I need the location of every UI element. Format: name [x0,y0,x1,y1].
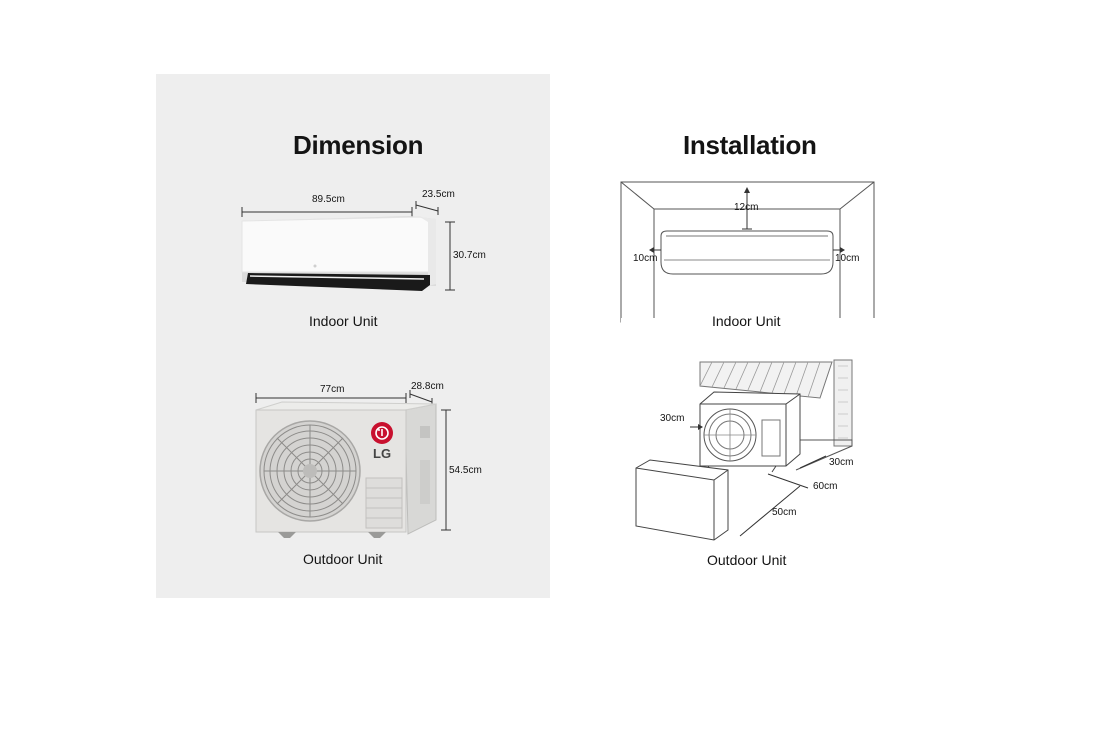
lg-logo-icon [371,422,393,444]
outdoor-depth-label: 28.8cm [411,381,444,392]
indoor-unit-illustration [241,216,436,291]
installation-outdoor-unit-illustration [699,391,801,473]
indoor-depth-arrow [415,201,439,215]
install-side-clearance-arrow [690,424,703,430]
dimension-title: Dimension [293,130,424,160]
outdoor-unit-illustration [255,401,437,538]
outdoor-width-label: 77cm [320,384,345,395]
install-top-clearance-arrow [742,187,752,230]
install-right60-clearance-label: 60cm [813,481,838,492]
lg-logo-text: LG [373,446,392,461]
indoor-height-label: 30.7cm [453,250,486,261]
install-left-clearance-label: 10cm [633,253,658,264]
dimension-indoor-caption: Indoor Unit [309,313,378,329]
indoor-height-arrow [445,221,455,291]
install-top-clearance-label: 12cm [734,202,759,213]
install-rear-clearance-arrow [799,455,827,469]
dimension-outdoor-caption: Outdoor Unit [303,551,383,567]
install-left-clearance-arrow [649,247,661,253]
install-front-clearance-label: 50cm [772,507,797,518]
outdoor-height-label: 54.5cm [449,465,482,476]
installation-outdoor-wall [699,359,853,471]
indoor-depth-label: 23.5cm [422,189,455,200]
install-rear-clearance-label: 30cm [829,457,854,468]
installation-front-obstacle [635,459,729,541]
indoor-width-label: 89.5cm [312,194,345,205]
indoor-width-arrow [241,207,413,217]
installation-outdoor-caption: Outdoor Unit [707,552,787,568]
install-right-clearance-arrow [833,247,845,253]
install-right60-clearance-arrow [767,473,809,489]
installation-title: Installation [683,130,817,160]
install-side-clearance-label: 30cm [660,413,685,424]
installation-indoor-caption: Indoor Unit [712,313,781,329]
installation-indoor-unit-illustration [660,230,834,275]
install-front-clearance-arrow [739,485,801,537]
outdoor-height-arrow [441,409,451,531]
outdoor-width-arrow [255,393,407,403]
install-right-clearance-label: 10cm [835,253,860,264]
